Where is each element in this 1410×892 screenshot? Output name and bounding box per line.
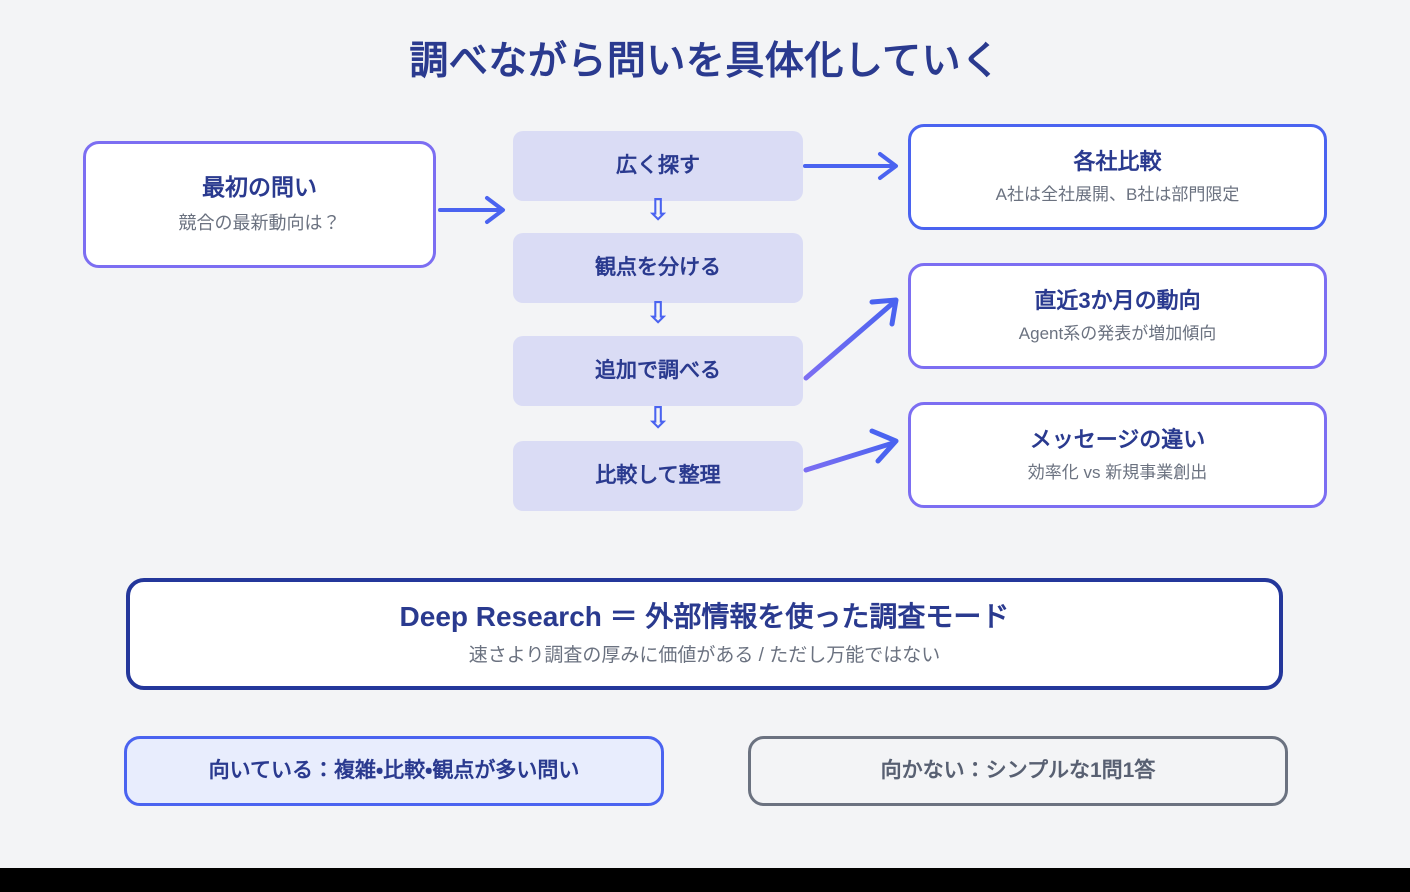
bottom-letterbox-strip	[0, 868, 1410, 892]
flow-down-arrow-3: ⇩	[645, 401, 671, 436]
start-question-box: 最初の問い 競合の最新動向は？	[83, 141, 436, 268]
outcome-card-2-headline: 直近3か月の動向	[1034, 288, 1201, 314]
flow-step-3: 追加で調べる	[513, 336, 803, 406]
arrow-step4-to-outcome3	[803, 428, 899, 473]
diagram-stage: 調べながら問いを具体化していく	[83, 40, 1327, 806]
flow-step-1-label: 広く探す	[616, 153, 700, 177]
flow-step-4: 比較して整理	[513, 441, 803, 511]
arrow-start-to-flow	[438, 196, 505, 224]
summary-banner: Deep Research ＝ 外部情報を使った調査モード 速さより調査の厚みに…	[126, 578, 1283, 690]
flow-step-1: 広く探す	[513, 131, 803, 201]
pill-suitable-label: 向いている：複雑・比較・観点が多い問い	[208, 758, 580, 782]
outcome-card-company-comparison: 各社比較 A社は全社展開、B社は部門限定	[908, 124, 1327, 230]
outcome-card-2-sub: Agent系の発表が増加傾向	[1018, 323, 1217, 343]
start-question-sub: 競合の最新動向は？	[178, 213, 341, 234]
pill-not-suitable: 向かない：シンプルな1問1答	[748, 736, 1288, 806]
arrow-step1-to-outcome1	[803, 152, 898, 180]
arrow-step3-to-outcome2	[803, 297, 899, 381]
outcome-card-message-difference: メッセージの違い 効率化 vs 新規事業創出	[908, 402, 1327, 508]
outcome-card-1-sub: A社は全社展開、B社は部門限定	[995, 184, 1240, 204]
summary-sub: 速さより調査の厚みに価値がある / ただし万能ではない	[468, 645, 941, 667]
flow-down-arrow-2: ⇩	[645, 296, 671, 331]
outcome-card-recent-trend: 直近3か月の動向 Agent系の発表が増加傾向	[908, 263, 1327, 369]
flow-step-2: 観点を分ける	[513, 233, 803, 303]
outcome-card-1-headline: 各社比較	[1073, 149, 1162, 175]
flow-down-arrow-1: ⇩	[645, 193, 671, 228]
page-title: 調べながら問いを具体化していく	[409, 40, 1001, 83]
summary-headline: Deep Research ＝ 外部情報を使った調査モード	[399, 601, 1010, 633]
start-question-headline: 最初の問い	[202, 174, 317, 201]
pill-suitable: 向いている：複雑・比較・観点が多い問い	[124, 736, 664, 806]
pill-not-suitable-label: 向かない：シンプルな1問1答	[880, 758, 1156, 782]
flow-step-2-label: 観点を分ける	[595, 255, 721, 279]
outcome-card-3-sub: 効率化 vs 新規事業創出	[1027, 462, 1208, 482]
outcome-card-3-headline: メッセージの違い	[1029, 427, 1206, 453]
flow-step-3-label: 追加で調べる	[595, 358, 721, 382]
flow-step-4-label: 比較して整理	[595, 463, 721, 487]
